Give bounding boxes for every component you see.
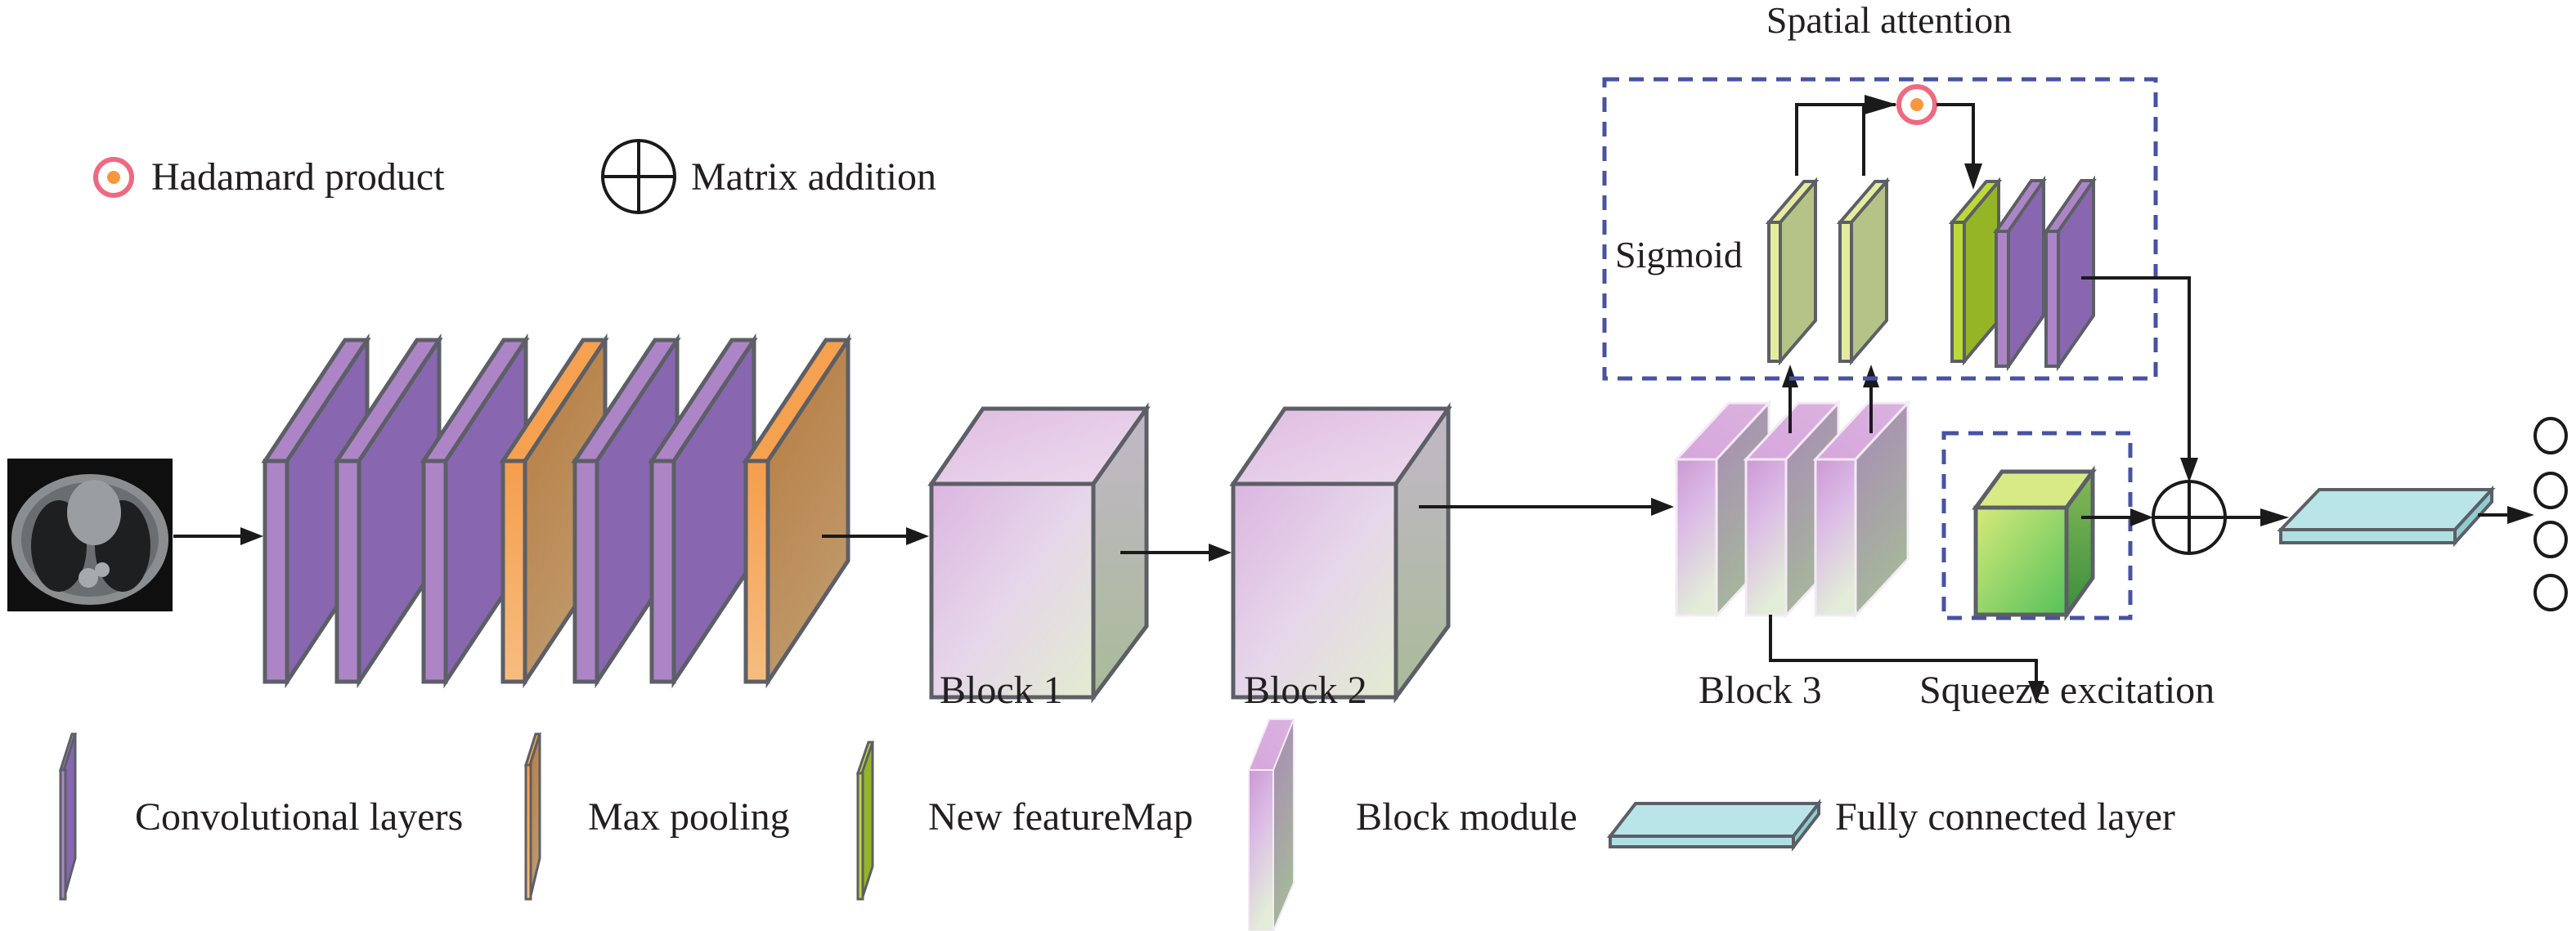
hadamard-label: Hadamard product <box>151 155 445 199</box>
output-node <box>2533 574 2568 611</box>
sigmoid-label: Sigmoid <box>1615 234 1743 275</box>
connector-attention-to-addition <box>2081 276 2191 466</box>
arrowhead <box>1209 544 1232 562</box>
block-3-stack <box>1673 400 1911 619</box>
legend-newmap-label: New featureMap <box>928 795 1193 839</box>
block-legend-icon <box>1247 718 1295 931</box>
connector-block3-to-se <box>1769 615 2038 691</box>
convolutional-layer <box>648 333 758 689</box>
arrowhead <box>1651 498 1674 516</box>
arrowhead <box>2180 458 2198 482</box>
arrowhead <box>1782 365 1798 387</box>
block-1-label: Block 1 <box>940 669 1063 712</box>
legend-matrix-addition: Matrix addition <box>601 139 936 214</box>
arrowhead <box>906 527 929 545</box>
output-node <box>2533 521 2568 558</box>
legend-conv-label: Convolutional layers <box>135 795 463 839</box>
hadamard-dot-icon <box>1910 98 1923 111</box>
squeeze-excitation-label: Squeeze excitation <box>1919 669 2215 712</box>
output-node <box>2533 472 2568 509</box>
connector-sigmoid1-to-hadamard <box>1795 103 1896 176</box>
feature-extraction-stack <box>261 333 852 689</box>
legend-block: Block module <box>1247 718 1577 931</box>
output-node <box>2533 417 2568 454</box>
arrowhead <box>1863 365 1879 387</box>
fc-legend-icon <box>1606 799 1823 852</box>
arrowhead <box>2507 506 2534 524</box>
legend-hadamard: Hadamard product <box>93 155 445 199</box>
legend-pool: Max pooling <box>523 732 790 901</box>
new-feature-map <box>1948 177 2003 366</box>
spatial-attention-maps <box>1765 175 2097 372</box>
newmap-legend-icon <box>855 741 875 901</box>
block-2-label: Block 2 <box>1244 669 1367 712</box>
spatial-attention-title: Spatial attention <box>1766 0 2012 41</box>
conv-legend-icon <box>58 732 78 901</box>
legend-conv: Convolutional layers <box>58 732 463 901</box>
arrowhead <box>1964 163 1982 190</box>
output-nodes <box>2533 417 2568 611</box>
arrowhead <box>2130 508 2153 526</box>
legend-pool-label: Max pooling <box>588 795 790 839</box>
legend-block-label: Block module <box>1356 795 1577 839</box>
convolutional-layer <box>1993 175 2047 372</box>
arrowhead <box>1865 95 1897 114</box>
arrowhead <box>2260 508 2289 526</box>
legend-newmap: New featureMap <box>855 741 1193 901</box>
block-1-cube <box>927 402 1151 704</box>
matrix-addition-label: Matrix addition <box>691 155 936 199</box>
block-3-label: Block 3 <box>1699 669 1822 712</box>
legend-fc-label: Fully connected layer <box>1835 795 2175 839</box>
legend-fc: Fully connected layer <box>1606 795 2175 852</box>
convolutional-layer <box>2043 175 2097 372</box>
connector-hadamard-to-newmap <box>1936 103 1975 172</box>
fully-connected-layer <box>2277 485 2496 548</box>
sigmoid-feature-map <box>1836 177 1891 366</box>
spatial-attention-box <box>1602 77 2158 381</box>
squeeze-excitation-cube <box>1972 465 2097 621</box>
block-2-cube <box>1229 402 1452 704</box>
max-pooling-layer <box>742 333 852 689</box>
convolutional-layer <box>261 333 371 689</box>
arrowhead <box>240 527 263 545</box>
matrix-addition-node <box>2152 480 2227 555</box>
sigmoid-feature-map <box>1765 177 1820 366</box>
arrowhead <box>2028 681 2044 704</box>
block-module-slab <box>1812 400 1911 619</box>
max-pooling-layer <box>499 333 609 689</box>
hadamard-dot-icon <box>107 171 120 184</box>
pool-legend-icon <box>523 732 542 901</box>
input-ct-image <box>7 459 173 611</box>
